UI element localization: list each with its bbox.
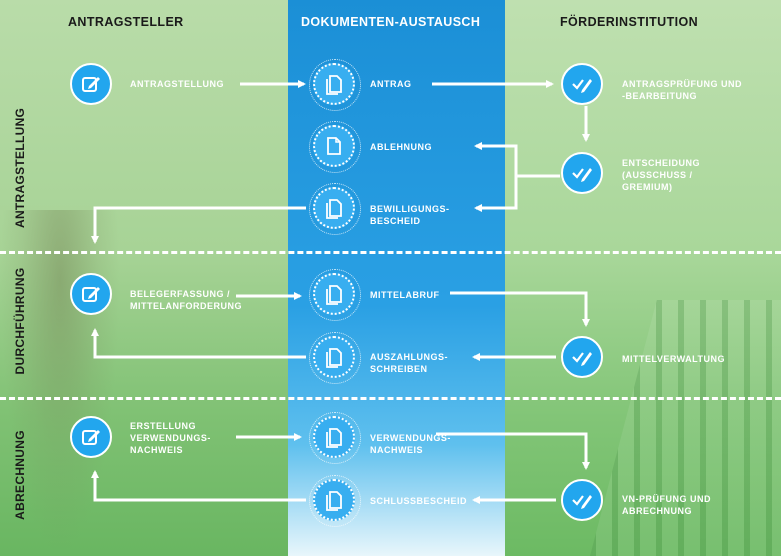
document-icon: [326, 428, 342, 448]
ablehnung-node: [309, 121, 361, 173]
check-pen-icon: [572, 168, 592, 182]
antrag-node: [309, 59, 361, 111]
person-photo: [0, 210, 120, 556]
edit-icon: [82, 287, 100, 302]
schlussbescheid-label: SCHLUSSBESCHEID: [370, 496, 468, 506]
phase-divider: [0, 251, 781, 254]
antragspruefung-label: ANTRAGSPRÜFUNG UND -BEARBEITUNG: [622, 79, 742, 101]
verwendungsnachweis-node: [309, 412, 361, 464]
mittelverwaltung-label: MITTELVERWALTUNG: [622, 354, 725, 364]
erstellung-vn-node: [70, 416, 112, 458]
schlussbescheid-node: [309, 475, 361, 527]
edit-icon: [82, 430, 100, 445]
mittelverwaltung-node: [561, 336, 603, 378]
arrow-auszahlung-to-belegerfassung: [91, 328, 306, 359]
belegerfassung-label: BELEGERFASSUNG / MITTELANFORDERUNG: [130, 289, 242, 311]
arrow-entscheidung-to-ablehnung: [474, 142, 560, 178]
document-icon: [326, 285, 342, 305]
document-icon: [326, 348, 342, 368]
column-heading-institution: FÖRDERINSTITUTION: [560, 15, 699, 29]
phase-divider: [0, 397, 781, 400]
institution-column-background: [505, 0, 781, 556]
edit-icon: [82, 77, 100, 92]
arrow-verwendungsnachweis-to-vnpruefung: [436, 432, 590, 470]
erstellung-vn-label: ERSTELLUNG VERWENDUNGS- NACHWEIS: [130, 421, 211, 455]
document-icon: [326, 199, 342, 219]
document-icon: [326, 491, 342, 511]
arrow-entscheidung-to-bewilligung: [474, 176, 518, 212]
arrow-bewilligung-to-applicant: [91, 206, 306, 244]
mittelabruf-label: MITTELABRUF: [370, 290, 440, 300]
ablehnung-label: ABLEHNUNG: [370, 142, 432, 152]
belegerfassung-node: [70, 273, 112, 315]
check-pen-icon: [572, 79, 592, 93]
mittelabruf-node: [309, 269, 361, 321]
verwendungsnachweis-label: VERWENDUNGS- NACHWEIS: [370, 433, 451, 455]
bewilligungsbescheid-label: BEWILLIGUNGS- BESCHEID: [370, 204, 450, 226]
document-icon: [327, 137, 341, 155]
vn-pruefung-label: VN-PRÜFUNG UND ABRECHNUNG: [622, 494, 711, 516]
arrow-mittelabruf-to-mittelverwaltung: [450, 291, 590, 327]
bewilligungsbescheid-node: [309, 183, 361, 235]
auszahlungsschreiben-label: AUSZAHLUNGS- SCHREIBEN: [370, 352, 448, 374]
entscheidung-node: [561, 152, 603, 194]
auszahlungsschreiben-node: [309, 332, 361, 384]
arrow-schlussbescheid-to-applicant: [91, 470, 306, 502]
document-icon: [326, 75, 342, 95]
antragspruefung-node: [561, 63, 603, 105]
check-pen-icon: [572, 352, 592, 366]
entscheidung-label: ENTSCHEIDUNG (AUSSCHUSS / GREMIUM): [622, 158, 701, 192]
column-heading-applicant: ANTRAGSTELLER: [68, 15, 184, 29]
column-heading-document-exchange: DOKUMENTEN-AUSTAUSCH: [301, 15, 481, 29]
antragstellung-node: [70, 63, 112, 105]
antragstellung-label: ANTRAGSTELLUNG: [130, 79, 224, 89]
antrag-label: ANTRAG: [370, 79, 412, 89]
check-pen-icon: [572, 495, 592, 509]
vn-pruefung-node: [561, 479, 603, 521]
